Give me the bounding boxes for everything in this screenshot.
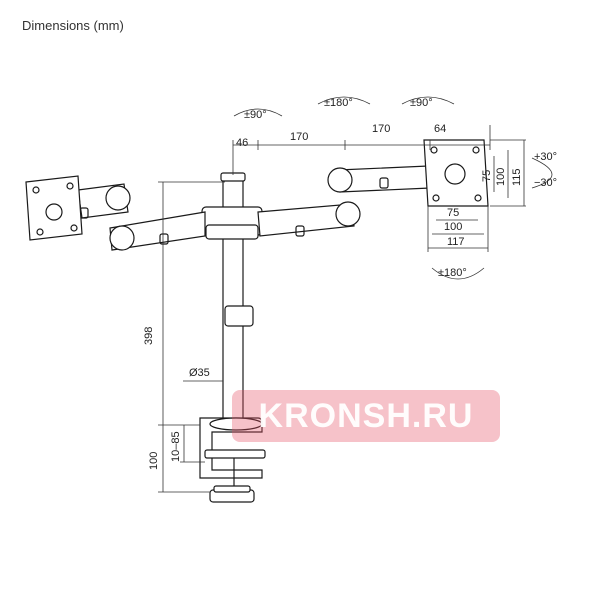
watermark-text: KRONSH.RU [258, 396, 474, 435]
dim-arm2-length: 170 [372, 123, 390, 135]
dim-vesa-h-100: 100 [444, 221, 462, 233]
tilt-up: +30° [534, 151, 557, 163]
tilt-down: −30° [534, 177, 557, 189]
dim-pole-diameter: Ø35 [189, 367, 210, 379]
dim-clamp-height: 100 [148, 452, 160, 470]
clamp-plate [209, 417, 263, 431]
diagram-title: Dimensions (mm) [22, 18, 124, 33]
rot-center: ±180° [324, 97, 353, 109]
dim-clamp-range: 10–85 [170, 431, 182, 462]
dim-plate-width: 117 [447, 236, 465, 248]
dim-plate-height: 115 [511, 168, 523, 186]
rot-left-swivel: ±90° [244, 109, 267, 121]
rot-plate: ±180° [438, 267, 467, 279]
cable-clip [224, 305, 254, 327]
dim-vesa-v-100: 100 [495, 168, 507, 186]
clamp-lower-pad [204, 449, 266, 459]
dim-vesa-h-75: 75 [447, 207, 459, 219]
dim-vesa-v-75: 75 [481, 170, 493, 182]
dim-arm1-length: 170 [290, 131, 308, 143]
dim-plate-edge: 64 [434, 123, 446, 135]
dim-pole-height: 398 [143, 327, 155, 345]
rot-right-swivel: ±90° [410, 97, 433, 109]
watermark: KRONSH.RU [232, 390, 500, 442]
right-arm-1 [257, 203, 355, 237]
dim-pole-offset: 46 [236, 137, 248, 149]
